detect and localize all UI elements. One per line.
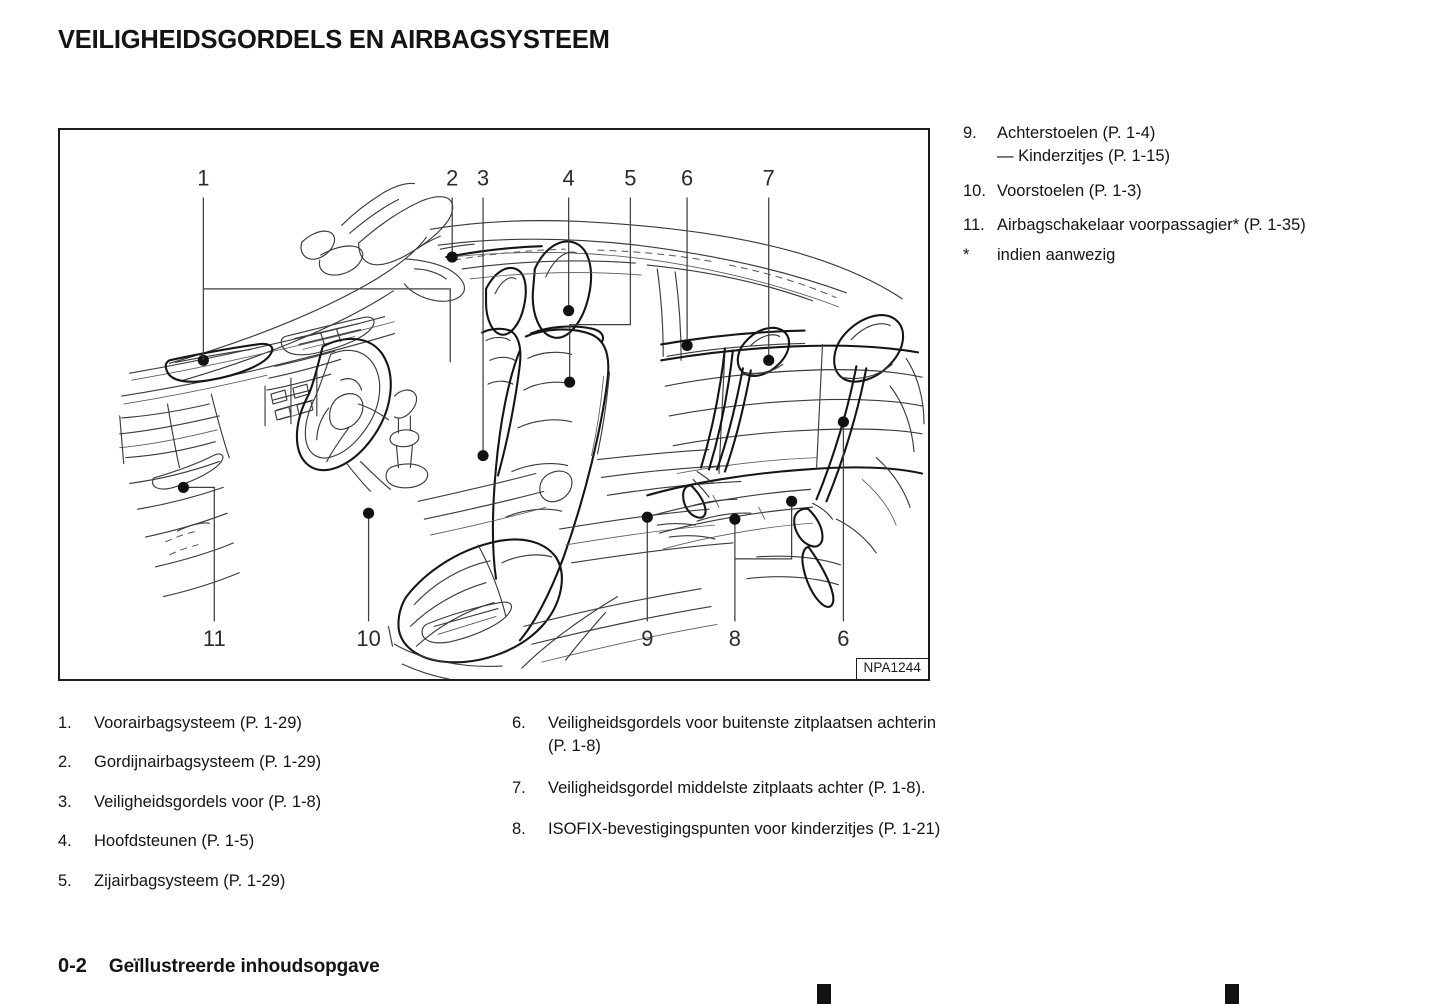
figure-id-label: NPA1244 xyxy=(855,658,929,680)
legend-label-9-sub: — Kinderzitjes (P. 1-15) xyxy=(997,147,1171,166)
car-interior-illustration: 1 2 3 4 5 6 7 11 10 9 8 6 xyxy=(119,166,925,679)
centre-console xyxy=(417,449,742,663)
legend-item-1: 1. Voorairbagsysteem (P. 1-29) xyxy=(58,712,478,735)
callout-6-top-leader xyxy=(681,197,693,351)
curtain-airbag-line xyxy=(439,243,837,361)
legend-number-4: 4. xyxy=(58,832,72,851)
dashboard-group xyxy=(121,316,429,489)
callout-1-leader xyxy=(197,197,451,366)
callout-number-4: 4 xyxy=(563,166,575,191)
legend-label-1: Voorairbagsysteem (P. 1-29) xyxy=(94,714,302,732)
print-tab-marker-left xyxy=(817,984,831,1004)
legend-label-6: Veiligheidsgordels voor buitenste zitpla… xyxy=(548,714,936,756)
callout-number-8: 8 xyxy=(729,626,741,651)
legend-right: 9. Achterstoelen (P. 1-4) — Kinderzitjes… xyxy=(963,122,1423,278)
print-tab-marker-right xyxy=(1225,984,1239,1004)
front-seats xyxy=(387,240,611,679)
footer-section-title: Geïllustreerde inhoudsopgave xyxy=(108,956,380,977)
legend-number-2: 2. xyxy=(58,753,72,772)
page-title: VEILIGHEIDSGORDELS EN AIRBAGSYSTEEM xyxy=(58,26,610,54)
legend-number-6: 6. xyxy=(512,714,526,732)
legend-label-7: Veiligheidsgordel middelste zitplaats ac… xyxy=(548,778,926,797)
callout-number-2: 2 xyxy=(446,166,458,191)
legend-number-1: 1. xyxy=(58,714,72,732)
legend-number-3: 3. xyxy=(58,792,72,811)
rearview-mirror xyxy=(341,182,466,302)
legend-item-footnote: * indien aanwezig xyxy=(963,244,1423,267)
steering-wheel xyxy=(295,337,392,492)
legend-number-8: 8. xyxy=(512,820,526,839)
legend-label-11: Airbagschakelaar voorpassagier* (P. 1-35… xyxy=(997,216,1306,235)
legend-item-9: 9. Achterstoelen (P. 1-4) — Kinderzitjes… xyxy=(963,122,1423,169)
callout-10-leader xyxy=(363,507,375,622)
callout-5-leader xyxy=(564,197,631,388)
callout-number-3: 3 xyxy=(477,166,489,191)
legend-item-2: 2. Gordijnairbagsysteem (P. 1-29) xyxy=(58,751,478,774)
callout-number-6-bottom: 6 xyxy=(837,626,849,651)
legend-label-2: Gordijnairbagsysteem (P. 1-29) xyxy=(94,753,322,772)
legend-item-3: 3. Veiligheidsgordels voor (P. 1-8) xyxy=(58,791,478,814)
callout-number-11: 11 xyxy=(203,626,226,651)
legend-number-5: 5. xyxy=(58,871,72,890)
callout-6-bottom-leader xyxy=(837,416,849,622)
callout-number-1: 1 xyxy=(197,166,209,191)
legend-bottom-left: 1. Voorairbagsysteem (P. 1-29) 2. Gordij… xyxy=(58,712,478,909)
legend-item-5: 5. Zijairbagsysteem (P. 1-29) xyxy=(58,870,478,893)
legend-footnote-marker: * xyxy=(963,245,970,264)
legend-label-4: Hoofdsteunen (P. 1-5) xyxy=(94,832,255,851)
legend-item-4: 4. Hoofdsteunen (P. 1-5) xyxy=(58,830,478,853)
footer-page-number: 0-2 xyxy=(58,955,87,977)
driver-door-panel xyxy=(119,393,240,598)
legend-number-9: 9. xyxy=(963,124,977,142)
legend-number-7: 7. xyxy=(512,778,526,797)
legend-item-7: 7. Veiligheidsgordel middelste zitplaats… xyxy=(512,777,942,800)
callout-number-9: 9 xyxy=(641,626,653,651)
legend-number-10: 10. xyxy=(963,181,986,200)
callout-number-6-top: 6 xyxy=(681,166,693,191)
isofix-anchors xyxy=(686,494,766,522)
legend-item-8: 8. ISOFIX-bevestigingspunten voor kinder… xyxy=(512,818,942,841)
legend-label-3: Veiligheidsgordels voor (P. 1-8) xyxy=(94,792,322,811)
roofline-group xyxy=(168,220,903,381)
rear-seatbelts xyxy=(656,347,868,608)
callout-11-leader xyxy=(177,481,215,622)
callout-number-7: 7 xyxy=(763,166,775,191)
callout-4-leader xyxy=(563,197,575,317)
callout-number-5: 5 xyxy=(624,166,636,191)
figure-frame: 1 2 3 4 5 6 7 11 10 9 8 6 NPA1244 xyxy=(58,128,930,681)
legend-label-9: Achterstoelen (P. 1-4) — Kinderzitjes (P… xyxy=(997,122,1170,169)
sun-visors xyxy=(300,230,364,276)
callout-9-leader xyxy=(641,511,653,622)
legend-item-11: 11. Airbagschakelaar voorpassagier* (P. … xyxy=(963,214,1423,237)
callout-3-leader xyxy=(477,197,489,462)
callout-7-leader xyxy=(763,197,775,366)
legend-label-9-main: Achterstoelen (P. 1-4) xyxy=(997,124,1156,142)
legend-item-6: 6. Veiligheidsgordels voor buitenste zit… xyxy=(512,712,942,759)
legend-label-10: Voorstoelen (P. 1-3) xyxy=(997,181,1142,200)
legend-number-11: 11. xyxy=(963,216,985,235)
legend-item-10: 10. Voorstoelen (P. 1-3) xyxy=(963,180,1423,203)
rear-seats xyxy=(521,314,925,669)
callout-2-leader xyxy=(446,197,458,263)
legend-footnote-text: indien aanwezig xyxy=(997,245,1116,264)
callout-number-10: 10 xyxy=(356,626,380,651)
callout-8-leader xyxy=(729,495,798,622)
legend-label-5: Zijairbagsysteem (P. 1-29) xyxy=(94,871,286,890)
page-footer: 0-2 Geïllustreerde inhoudsopgave xyxy=(58,955,380,978)
legend-label-8: ISOFIX-bevestigingspunten voor kinderzit… xyxy=(548,820,941,839)
legend-bottom-right: 6. Veiligheidsgordels voor buitenste zit… xyxy=(512,712,942,860)
